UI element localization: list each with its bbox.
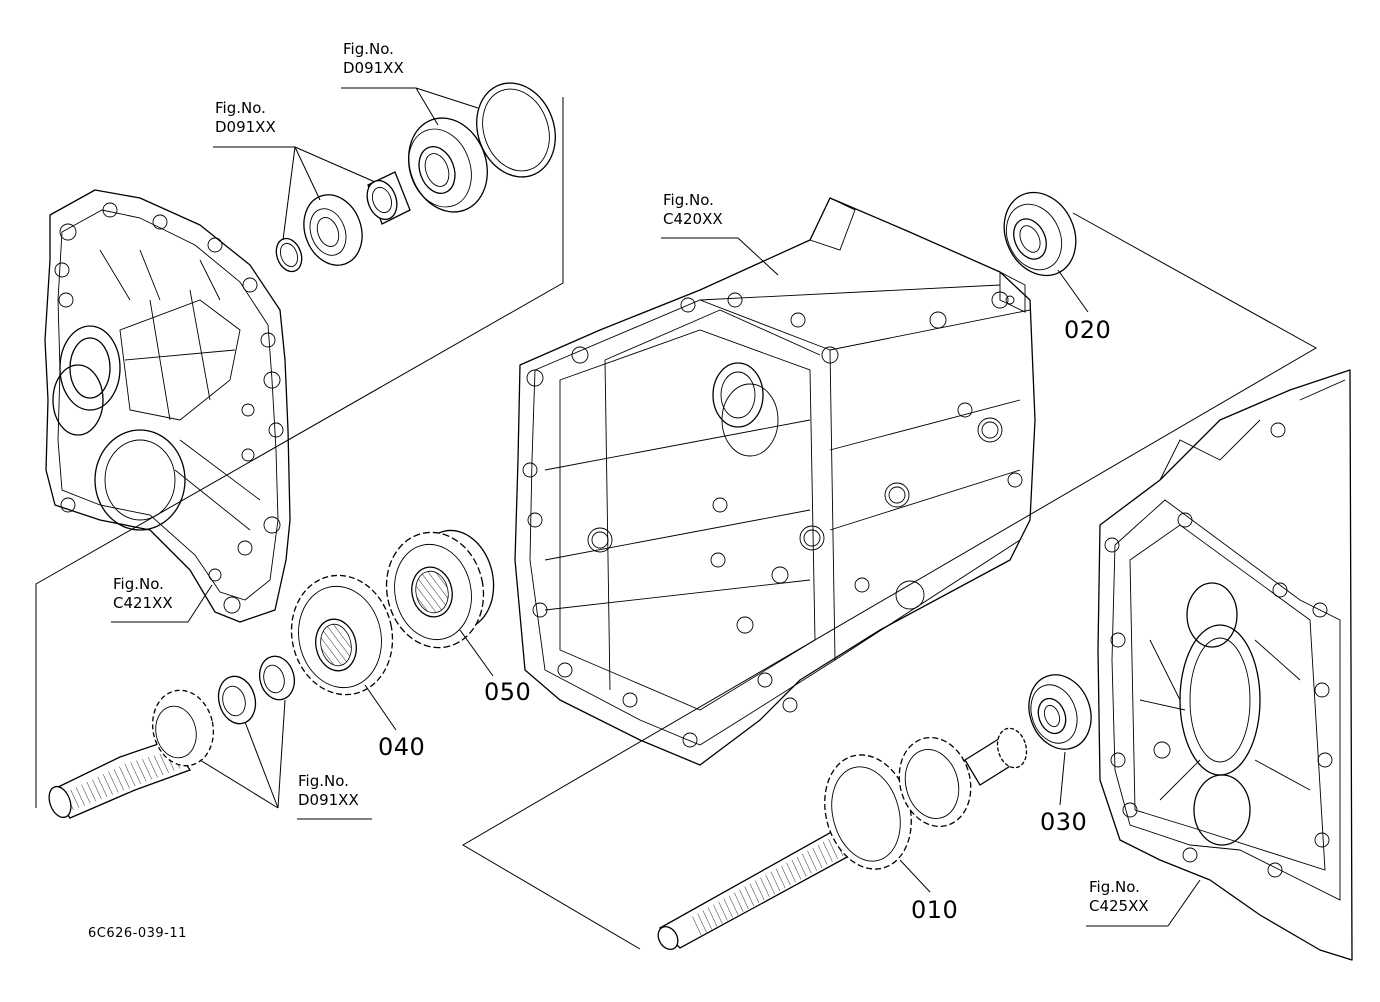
center-transmission-case (514, 197, 1036, 766)
fig-label: Fig.No. (113, 575, 164, 593)
part-number-030: 030 (1040, 808, 1088, 836)
fig-code: D091XX (343, 59, 404, 77)
fig-ref-c421: Fig.No. C421XX (113, 577, 173, 611)
input-shaft (48, 689, 215, 819)
fig-code: C420XX (663, 210, 723, 228)
gear-040 (290, 574, 394, 696)
right-transmission-case (1097, 369, 1353, 961)
fig-ref-d091-bottom: Fig.No. D091XX (298, 774, 359, 808)
fig-label: Fig.No. (663, 191, 714, 209)
part-number-020: 020 (1064, 316, 1112, 344)
assembly-outline-lines (35, 97, 1318, 950)
part-number-010: 010 (911, 896, 959, 924)
fig-code: C421XX (113, 594, 173, 612)
bearing-030 (1028, 674, 1092, 750)
part-number-040: 040 (378, 733, 426, 761)
shaft-010 (657, 727, 1028, 950)
fig-ref-c420: Fig.No. C420XX (663, 193, 723, 227)
part-number-050: 050 (484, 678, 532, 706)
bottom-bearing-group (217, 655, 296, 725)
fig-label: Fig.No. (298, 772, 349, 790)
drawing-code: 6C626-039-11 (88, 926, 187, 941)
fig-label: Fig.No. (215, 99, 266, 117)
fig-label: Fig.No. (343, 40, 394, 58)
leader-lines (111, 87, 1201, 927)
fig-label: Fig.No. (1089, 878, 1140, 896)
gear-050 (385, 529, 495, 649)
fig-code: D091XX (215, 118, 276, 136)
top-bearing-group (275, 82, 556, 273)
fig-ref-d091-top-right: Fig.No. D091XX (343, 42, 404, 76)
bearing-020 (1003, 191, 1077, 277)
fig-code: C425XX (1089, 897, 1149, 915)
fig-ref-c425: Fig.No. C425XX (1089, 880, 1149, 914)
fig-ref-d091-top-left: Fig.No. D091XX (215, 101, 276, 135)
fig-code: D091XX (298, 791, 359, 809)
left-transmission-case (44, 189, 291, 623)
